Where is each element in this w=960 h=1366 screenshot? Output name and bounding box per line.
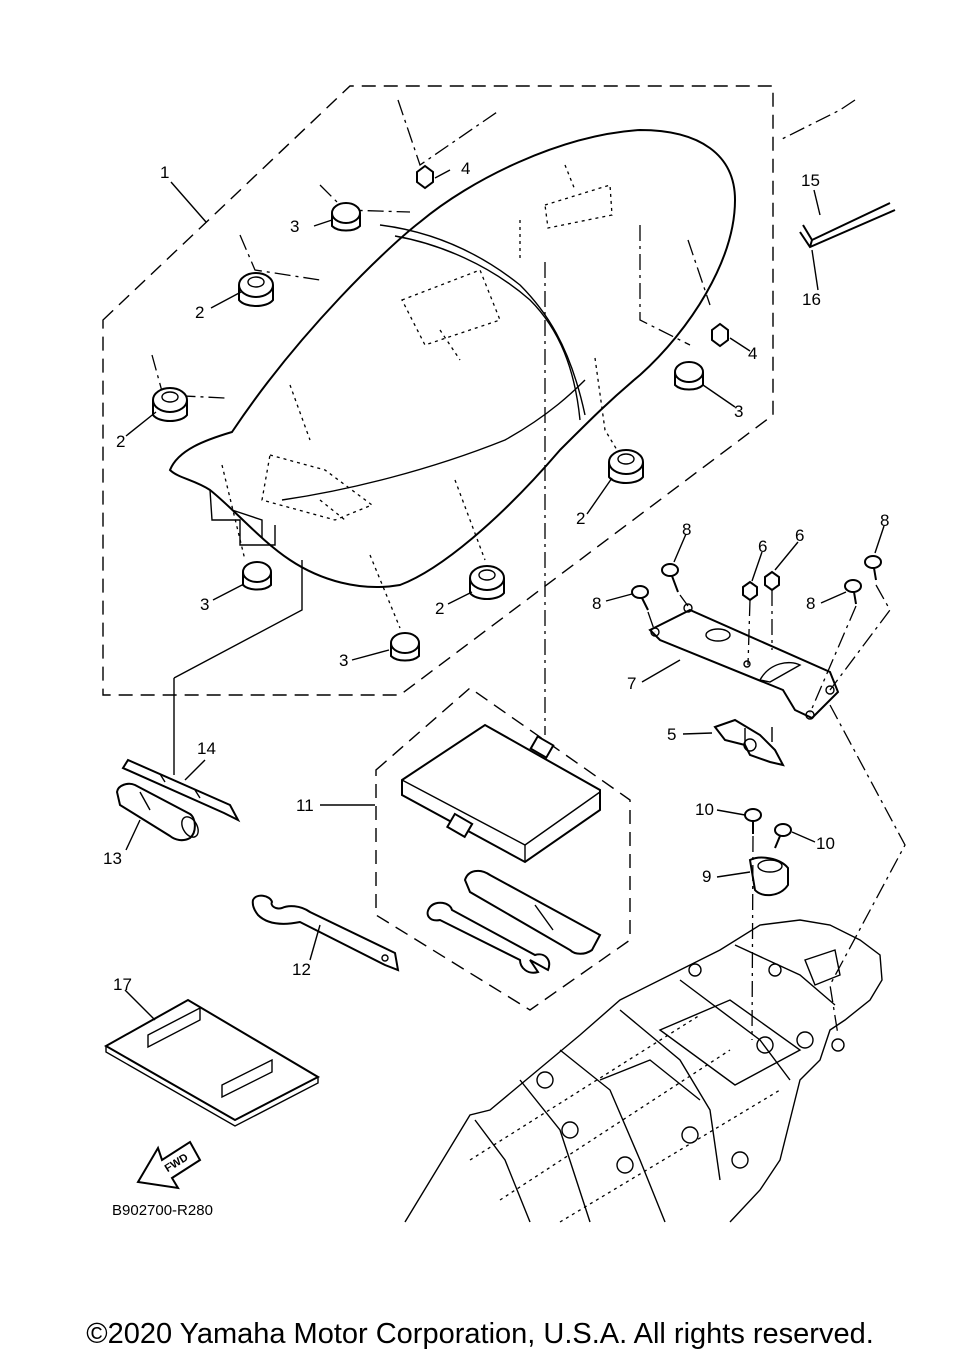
frame — [404, 919, 883, 1223]
callout-3: 3 — [200, 595, 209, 614]
callout-4: 4 — [748, 344, 757, 363]
tool-items — [426, 869, 602, 974]
grommet-2 — [152, 272, 644, 600]
callout-17: 17 — [113, 975, 132, 994]
manual-17 — [103, 998, 321, 1127]
fwd-arrow-icon: FWD — [136, 1140, 202, 1190]
callout-8: 8 — [682, 520, 691, 539]
callout-8: 8 — [806, 594, 815, 613]
callout-8: 8 — [880, 511, 889, 530]
handle-13 — [115, 782, 199, 842]
callout-5: 5 — [667, 725, 676, 744]
copyright-notice: ©2020 Yamaha Motor Corporation, U.S.A. A… — [86, 1318, 874, 1350]
screwdriver-14 — [121, 758, 241, 823]
nut-4 — [416, 164, 729, 348]
grommet-3 — [242, 202, 704, 662]
callout-2: 2 — [195, 303, 204, 322]
callout-10: 10 — [695, 800, 714, 819]
callout-11: 11 — [296, 796, 314, 815]
callout-2: 2 — [576, 509, 585, 528]
latch-5 — [713, 718, 785, 767]
callout-4: 4 — [461, 159, 470, 178]
callout-14: 14 — [197, 739, 216, 758]
hex-key-15-16 — [799, 202, 896, 249]
callout-15: 15 — [801, 171, 820, 190]
toolcase-11 — [401, 723, 601, 864]
callout-labels: 1 2 2 2 2 3 3 3 3 4 4 5 6 6 7 8 8 8 8 9 … — [103, 159, 889, 994]
callout-3: 3 — [290, 217, 299, 236]
callout-6: 6 — [758, 537, 767, 556]
callout-10: 10 — [816, 834, 835, 853]
spanner-12 — [251, 894, 400, 972]
parts-diagram: FWD — [102, 85, 906, 1223]
callout-6: 6 — [795, 526, 804, 545]
seat — [168, 128, 737, 588]
callout-1: 1 — [160, 163, 169, 182]
callout-12: 12 — [292, 960, 311, 979]
bolt-8 — [631, 555, 882, 611]
callout-3: 3 — [734, 402, 743, 421]
clamp-9 — [748, 856, 789, 897]
callout-7: 7 — [627, 674, 636, 693]
drawing-code: B902700-R280 — [112, 1202, 213, 1219]
bracket-7 — [648, 603, 840, 720]
bolt-10 — [744, 808, 792, 849]
callout-13: 13 — [103, 849, 122, 868]
callout-3: 3 — [339, 651, 348, 670]
callout-2: 2 — [435, 599, 444, 618]
callout-16: 16 — [802, 290, 821, 309]
callout-8: 8 — [592, 594, 601, 613]
callout-9: 9 — [702, 867, 711, 886]
callout-2: 2 — [116, 432, 125, 451]
nut-6 — [742, 570, 780, 602]
seat-assembly-boundary — [102, 85, 774, 696]
